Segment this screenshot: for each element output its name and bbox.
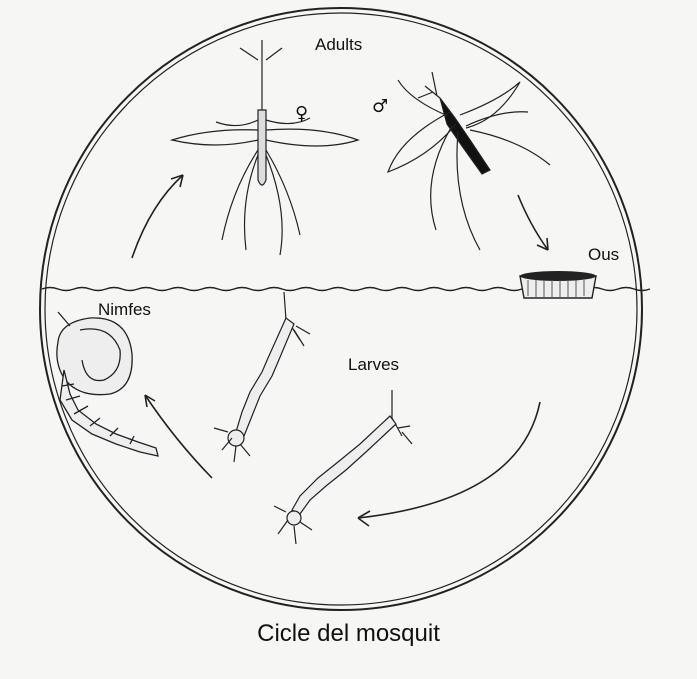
arrow-eggs-to-larvae [358,402,540,518]
arrow-larvae-to-pupa [145,395,212,478]
arrow-adult-to-eggs [518,195,548,250]
label-eggs: Ous [588,246,619,263]
diagram-caption: Cicle del mosquit [0,620,697,648]
male-symbol: ♂ [372,96,388,117]
larva-hanging [214,292,310,462]
egg-raft [520,271,596,298]
arrow-pupa-to-adult [132,175,183,258]
pupa [57,312,158,456]
larva-diagonal [274,390,412,544]
female-symbol: ♀ [295,103,308,124]
label-adults: Adults [315,36,362,53]
label-larvae: Larves [348,356,399,373]
male-mosquito [388,72,550,250]
label-pupae: Nimfes [98,301,151,318]
female-mosquito [172,40,358,255]
